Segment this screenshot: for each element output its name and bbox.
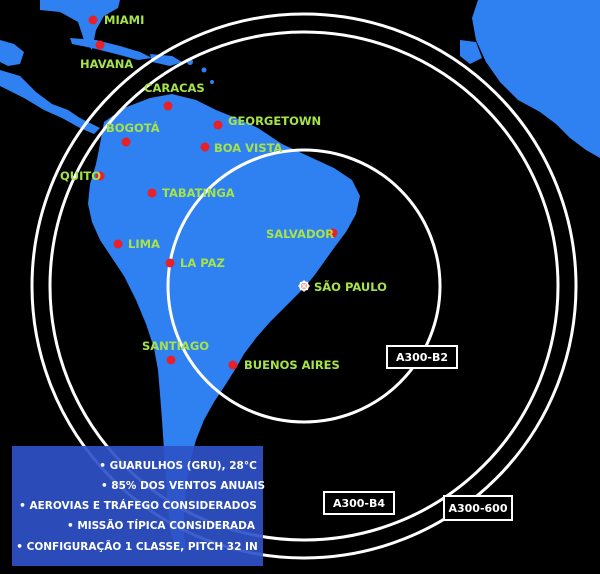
info-line: • AEROVIAS E TRÁFEGO CONSIDERADOS <box>19 499 257 512</box>
yucatan <box>0 40 24 66</box>
city-label: TABATINGA <box>162 186 235 200</box>
info-line: • MISSÃO TÍPICA CONSIDERADA <box>67 519 256 532</box>
city-label: LIMA <box>128 237 160 251</box>
antilles-3 <box>210 80 214 84</box>
range-box-label: A300-B2 <box>396 351 448 364</box>
range-rings <box>30 12 578 560</box>
city-salvador: SALVADOR <box>266 227 338 241</box>
range-ring-a300-b4 <box>48 30 560 542</box>
airport-star-icon <box>298 280 310 292</box>
range-ring-a300-600 <box>30 12 578 560</box>
city-santiago: SANTIAGO <box>142 339 209 365</box>
city-georgetown: GEORGETOWN <box>213 114 321 130</box>
city-dot <box>95 40 105 50</box>
city-label: HAVANA <box>80 57 133 71</box>
central-america <box>0 70 100 134</box>
city-dot <box>166 355 176 365</box>
africa <box>472 0 600 158</box>
africa-coast <box>460 40 482 64</box>
city-buenos-aires: BUENOS AIRES <box>228 358 340 372</box>
city-quito: QUITO <box>60 169 105 183</box>
city-label: SALVADOR <box>266 227 334 241</box>
city-dot <box>95 171 105 181</box>
land-masses <box>0 0 600 550</box>
range-label-a300-b4: A300-B4 <box>323 491 395 515</box>
city-dot <box>213 120 223 130</box>
city-dot <box>88 15 98 25</box>
city-label: BOGOTÁ <box>106 120 160 135</box>
city-lima: LIMA <box>113 237 160 251</box>
city-dot <box>328 228 338 238</box>
range-ring-a300-b2 <box>166 148 442 424</box>
florida <box>40 0 120 50</box>
city-la-paz: LA PAZ <box>165 256 225 270</box>
origin-sao-paulo: SÃO PAULO <box>298 279 387 294</box>
range-box-label: A300-600 <box>448 502 507 515</box>
range-box-label: A300-B4 <box>333 497 385 510</box>
city-havana: HAVANA <box>80 40 133 71</box>
range-box <box>323 491 395 515</box>
range-label-a300-600: A300-600 <box>443 495 513 521</box>
city-dot <box>165 258 175 268</box>
info-line: • GUARULHOS (GRU), 28°C <box>99 460 257 472</box>
city-miami: MIAMI <box>88 13 144 27</box>
city-bogota: BOGOTÁ <box>106 120 160 147</box>
city-label: CARACAS <box>144 81 205 95</box>
info-panel: • GUARULHOS (GRU), 28°C • 85% DOS VENTOS… <box>12 446 265 566</box>
city-markers: MIAMI HAVANA CARACAS GEORGETOWN BOGOTÁ B… <box>60 13 340 372</box>
cuba <box>70 38 152 60</box>
city-dot <box>147 188 157 198</box>
city-boa-vista: BOA VISTA <box>200 141 283 155</box>
city-label: LA PAZ <box>180 256 225 270</box>
info-line: • CONFIGURAÇÃO 1 CLASSE, PITCH 32 IN <box>16 540 257 553</box>
city-label: QUITO <box>60 169 101 183</box>
city-tabatinga: TABATINGA <box>147 186 235 200</box>
city-label: GEORGETOWN <box>228 114 321 128</box>
range-box <box>443 495 513 521</box>
city-label: MIAMI <box>104 13 144 27</box>
range-box <box>386 345 458 369</box>
info-panel-bg <box>12 446 263 566</box>
city-label: SANTIAGO <box>142 339 209 353</box>
city-dot <box>113 239 123 249</box>
range-label-a300-b2: A300-B2 <box>386 345 458 369</box>
city-dot <box>121 137 131 147</box>
origin-label: SÃO PAULO <box>314 279 387 294</box>
info-line: • 85% DOS VENTOS ANUAIS <box>101 480 265 492</box>
city-dot <box>163 101 173 111</box>
city-label: BUENOS AIRES <box>244 358 340 372</box>
antilles-2 <box>201 67 207 73</box>
south-america <box>88 94 360 550</box>
city-dot <box>200 142 210 152</box>
city-label: BOA VISTA <box>214 141 283 155</box>
city-dot <box>228 360 238 370</box>
city-caracas: CARACAS <box>144 81 205 111</box>
